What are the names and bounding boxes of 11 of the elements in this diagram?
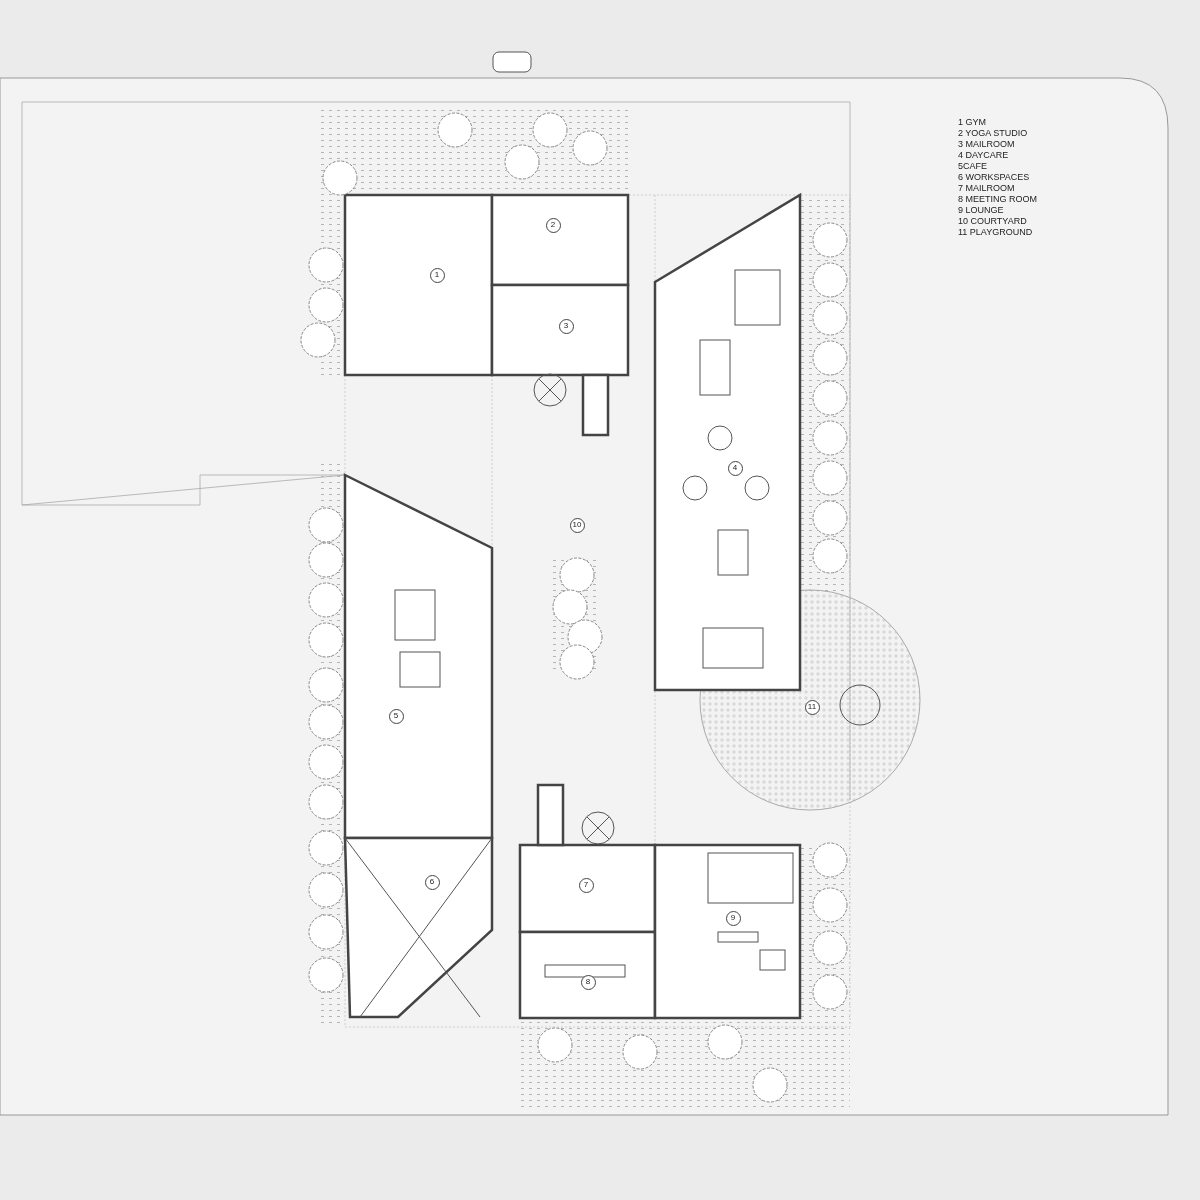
legend-item: 8 MEETING ROOM: [958, 194, 1037, 205]
legend-item: 6 WORKSPACES: [958, 172, 1031, 183]
legend-item: 3 MAILROOM: [958, 139, 1016, 150]
legend-item: 9 LOUNGE: [958, 205, 1005, 216]
legend-item: 2 YOGA STUDIO: [958, 128, 1029, 139]
legend-item: 1 GYM: [958, 117, 987, 128]
legend-item: 7 MAILROOM: [958, 183, 1016, 194]
legend-item: 4 DAYCARE: [958, 150, 1010, 161]
legend-item: 11 PLAYGROUND: [958, 227, 1034, 238]
legend-item: 10 COURTYARD: [958, 216, 1028, 227]
legend-item: 5CAFE: [958, 161, 988, 172]
